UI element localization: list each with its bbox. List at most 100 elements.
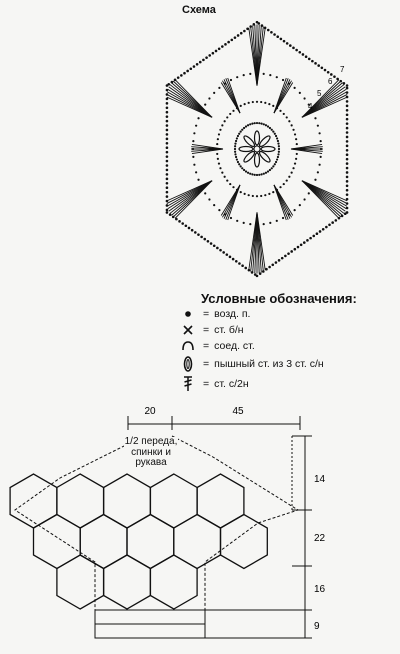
chain-dot [292,167,295,170]
chain-dot [285,179,288,182]
chain-dot [165,124,169,127]
row-number-5: 5 [317,89,322,98]
chain-dot [165,190,169,194]
stitch-line [290,143,323,150]
chain-dot [260,122,263,125]
chain-dot [272,191,275,194]
chain-dot [216,157,219,160]
chain-dot [330,73,333,76]
chain-dot [165,195,169,198]
chain-dot [191,147,195,151]
chain-dot [234,142,237,145]
chain-dot [194,231,197,234]
chain-dot [234,155,238,159]
chain-dot [223,175,226,178]
chain-dot [204,103,207,106]
cross-icon [183,325,193,335]
chain-dot [221,124,224,127]
dimension-right-2: 22 [314,533,326,544]
chain-dot [345,140,349,143]
chain-dot [193,163,196,166]
chain-dot [242,74,245,77]
chain-dot [232,186,235,189]
chain-dot [293,162,297,165]
chain-dot [277,142,280,145]
chain-dot [273,163,276,166]
chain-dot [216,152,219,156]
chain-dot [319,155,322,158]
chain-dot [287,252,290,255]
chain-dot [208,97,211,100]
puff-stitch [253,152,261,168]
stitch-line [273,77,287,114]
scheme-title: Схема [182,4,216,16]
chain-dot [249,123,252,126]
chain-dot [165,84,169,87]
chain-dot [269,74,272,77]
chain-dot [295,138,298,141]
chain-dot [242,168,246,172]
chain-dot [244,170,248,173]
chain-dot [276,35,280,39]
chain-dot [279,37,283,41]
legend-equals: = [203,340,210,352]
chain-dot [284,254,287,258]
stitch-line [174,180,213,219]
chain-dot [165,173,169,176]
chain-dot [345,100,349,103]
chain-dot [180,74,183,77]
chain-dot [264,171,268,174]
chain-dot [304,55,308,58]
chain-dot [255,72,259,75]
chain-dot [241,264,244,268]
chain-dot [345,197,349,201]
chain-dot [223,120,226,123]
chain-dot [312,234,316,238]
hexagon-motif [56,554,105,610]
chain-dot [277,150,280,153]
chain-dot [288,175,291,178]
chain-dot [264,101,267,104]
chain-dot [345,122,349,125]
chain-dot [281,78,285,82]
chain-dot [314,62,317,65]
chain-dot [165,106,169,110]
chain-dot [287,213,291,216]
legend-equals: = [203,308,210,320]
chain-dot [268,168,272,172]
chain-dot [319,140,322,143]
chain-dot [165,137,169,141]
chain-dot [311,59,314,63]
chain-dot [212,244,216,248]
chain-dot [238,262,241,265]
legend-item-slip: = соед. ст. [180,338,255,354]
chain-dot [268,126,272,130]
dimension-right-4: 9 [314,621,320,632]
puff-stitch [243,135,256,148]
chain-dot [293,208,296,212]
chain-dot [167,82,171,86]
dimension-right-1: 14 [314,474,326,485]
chain-dot [165,168,169,172]
chain-dot [345,193,349,196]
chain-dot [255,20,259,24]
chain-dot [345,104,349,108]
hexagon-motif [9,473,58,529]
chain-dot [246,27,249,31]
chain-dot [200,185,203,188]
chain-dot [241,167,244,170]
chain-dot [186,69,189,73]
chain-dot [345,144,349,148]
chain-dot [218,208,221,212]
chain-dot [326,70,330,74]
chain-dot [165,119,169,123]
chain-dot [275,188,279,191]
chain-dot [270,128,273,131]
chain-dot [276,139,280,143]
chain-dot [280,256,284,260]
chain-dot [253,273,257,276]
chain-dot [293,247,297,251]
chain-dot [195,124,198,127]
chain-dot [236,219,239,222]
chain-dot [211,51,215,55]
